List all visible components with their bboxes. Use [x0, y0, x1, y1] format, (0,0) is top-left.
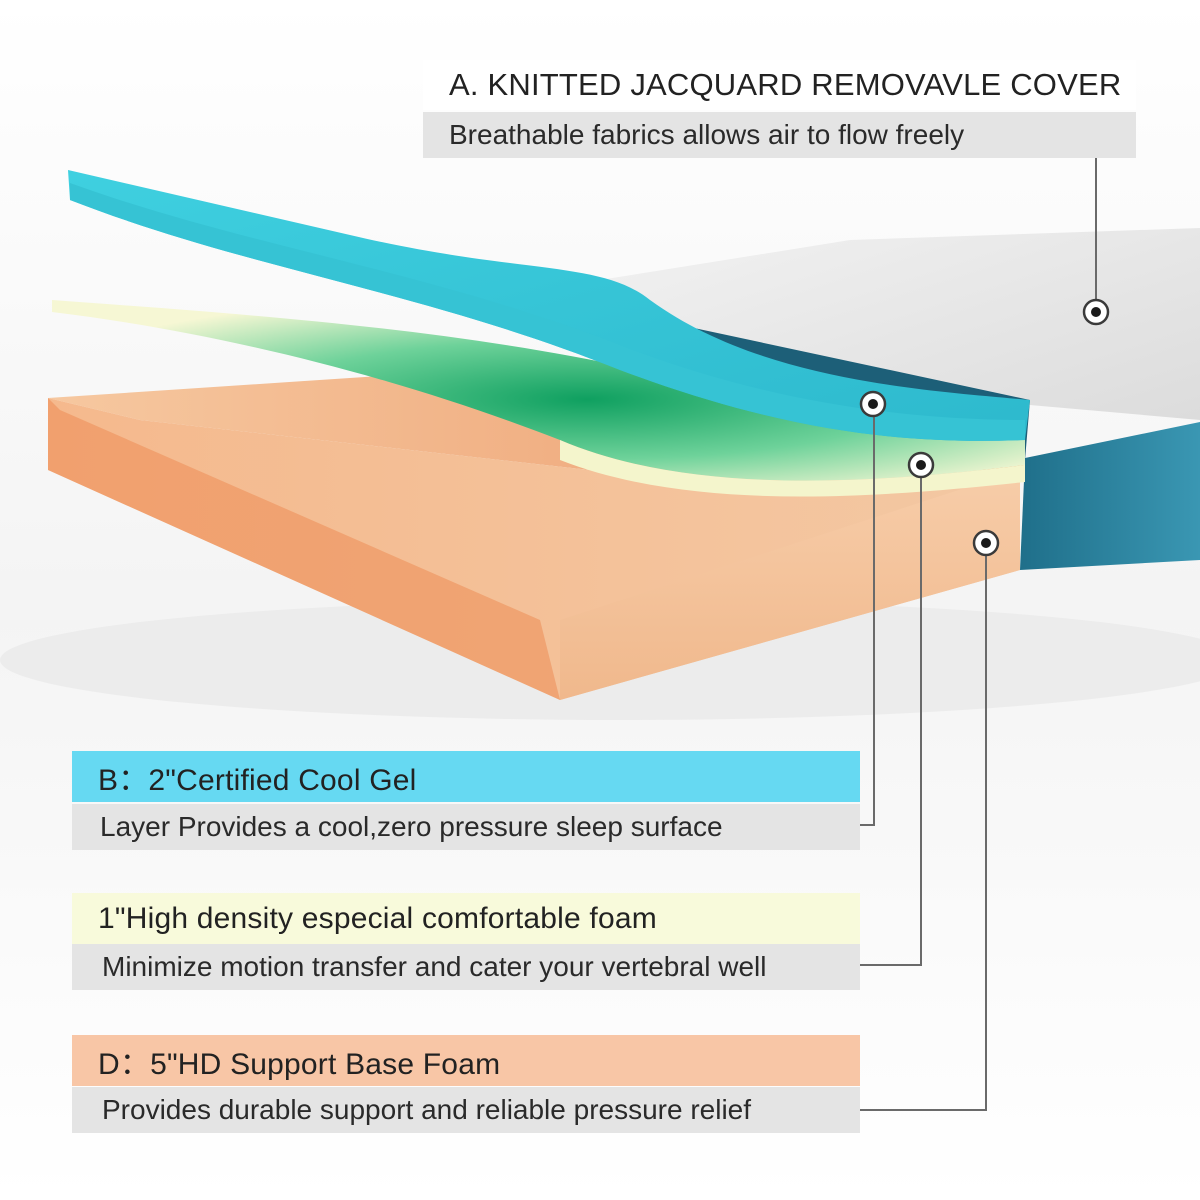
base-label-desc: Provides durable support and reliable pr…: [72, 1087, 860, 1133]
base-foam-side: [48, 398, 560, 700]
gel-label-desc: Layer Provides a cool,zero pressure slee…: [72, 804, 860, 850]
comfort-label-title: 1"High density especial comfortable foam: [72, 893, 860, 944]
target-dot-icon: [1082, 298, 1110, 326]
comfort-layer-edge: [560, 440, 1025, 497]
base-foam-front-face: [560, 470, 1020, 700]
target-dot-icon: [972, 529, 1000, 557]
comfort-label-desc: Minimize motion transfer and cater your …: [72, 944, 860, 990]
cover-side-panel: [1020, 422, 1200, 570]
target-dot-icon: [859, 390, 887, 418]
base-leader-line: [843, 543, 987, 1111]
target-dot-icon: [907, 451, 935, 479]
comfort-leader-line: [840, 465, 922, 966]
cover-label-desc: Breathable fabrics allows air to flow fr…: [423, 112, 1136, 158]
cover-label-title: A. KNITTED JACQUARD REMOVAVLE COVER: [423, 60, 1136, 110]
gel-layer-top: [68, 170, 1030, 441]
base-label-title: D：5"HD Support Base Foam: [72, 1035, 860, 1086]
cover-top-surface: [600, 228, 1200, 420]
gel-label-title: B：2"Certified Cool Gel: [72, 751, 860, 802]
comfort-layer: [52, 300, 1025, 481]
